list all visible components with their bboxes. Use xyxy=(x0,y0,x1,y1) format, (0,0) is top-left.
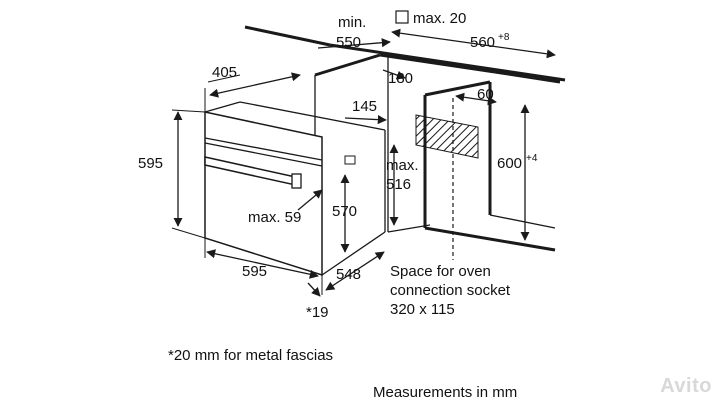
dim-600: 600 xyxy=(497,155,522,172)
dim-180: 180 xyxy=(388,70,413,87)
dim-560-tolerance: +8 xyxy=(498,32,510,43)
dim-145: 145 xyxy=(352,98,377,115)
watermark-logo: Avito xyxy=(660,375,712,397)
dim-595-height: 595 xyxy=(138,155,163,172)
dim-min-550: 550 xyxy=(336,34,361,51)
socket-note-line3: 320 x 115 xyxy=(390,301,455,318)
dim-60: 60 xyxy=(477,86,494,103)
dim-star-19: *19 xyxy=(306,304,329,321)
dimension-labels: min. 550 max. 20 560 +8 405 180 145 60 5… xyxy=(138,10,538,401)
dim-560: 560 xyxy=(470,34,495,51)
dimension-lines xyxy=(171,28,556,297)
units-note: Measurements in mm xyxy=(373,384,517,401)
dim-570: 570 xyxy=(332,203,357,220)
dim-600-tolerance: +4 xyxy=(526,153,538,164)
socket-note-line1: Space for oven xyxy=(390,263,491,280)
fascia-square-icon xyxy=(395,10,409,24)
dim-max-516-value: 516 xyxy=(386,176,411,193)
dim-405: 405 xyxy=(212,64,237,81)
dim-595-width: 595 xyxy=(242,263,267,280)
dim-max-59: max. 59 xyxy=(248,209,301,226)
oven-body xyxy=(204,101,386,277)
socket-note-line2: connection socket xyxy=(390,282,511,299)
dim-min-label: min. xyxy=(338,14,366,31)
dim-max-516-label: max. xyxy=(386,157,419,174)
dim-max-20: max. 20 xyxy=(413,10,466,27)
dim-548: 548 xyxy=(336,266,361,283)
footnote: *20 mm for metal fascias xyxy=(168,347,333,364)
